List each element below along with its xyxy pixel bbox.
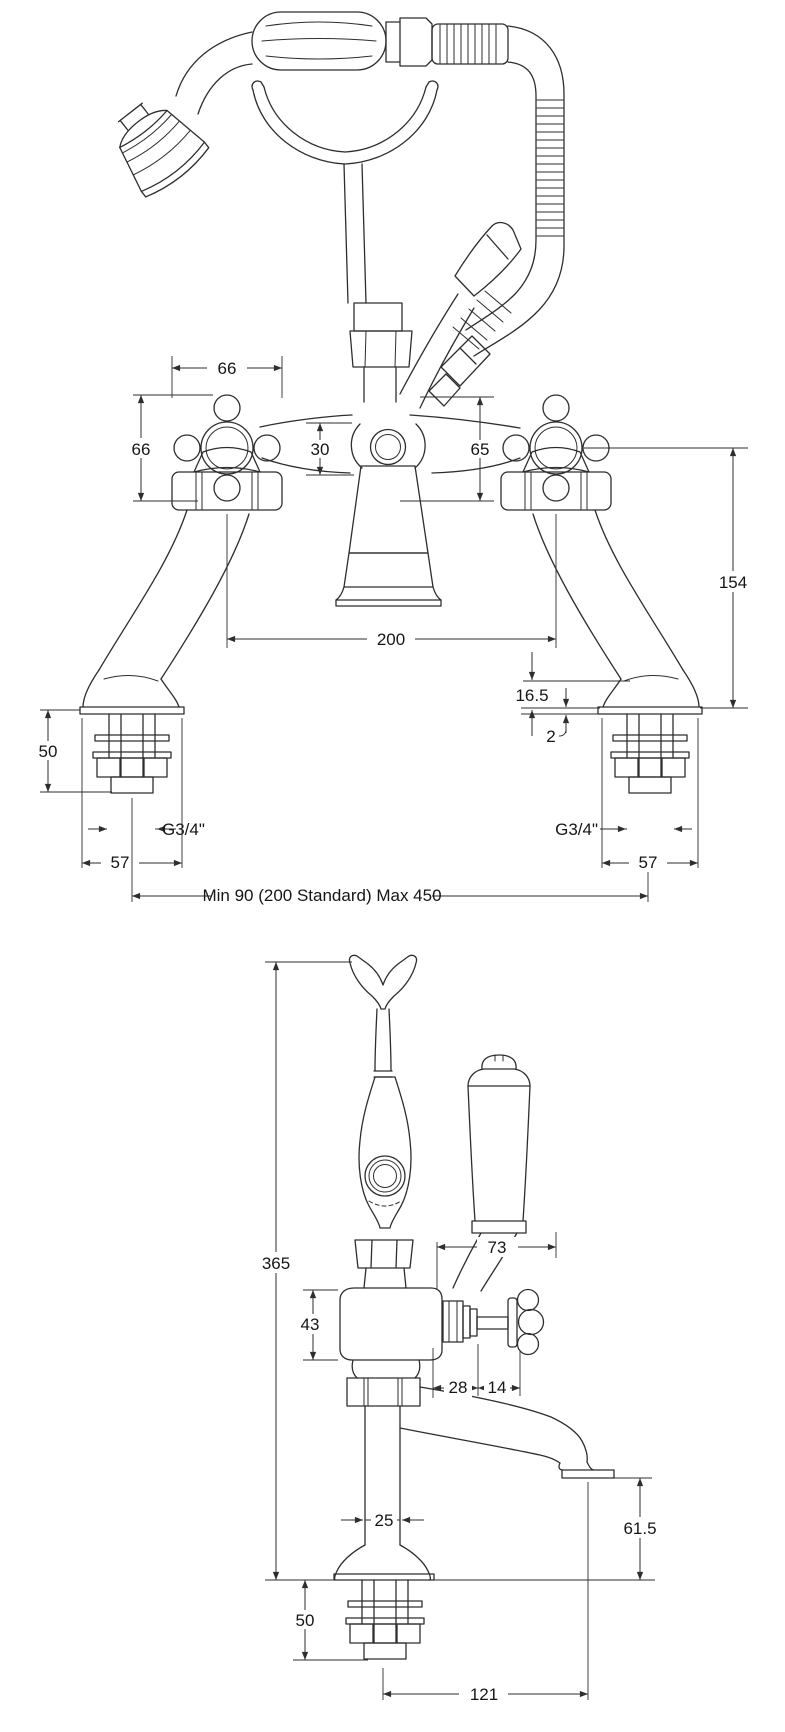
dim-thread-right: G3/4" [555, 820, 598, 839]
dim-centres: 200 [377, 630, 405, 649]
handset-cradle-icon [251, 80, 439, 403]
dim-thread-left: G3/4" [162, 820, 205, 839]
dim-shank-length: 50 [39, 742, 58, 761]
dim-base-bell-height: 16.5 [515, 686, 548, 705]
body-side-icon [339, 1287, 443, 1407]
dim-centres-range: Min 90 (200 Standard) Max 450 [202, 886, 441, 905]
dim-lever-offset: 73 [488, 1238, 507, 1257]
front-dimensions: 66 66 30 65 154 200 [31, 356, 756, 905]
riser-column-icon [354, 1076, 414, 1289]
dim-handle-width: 66 [218, 359, 237, 378]
dim-base-width-left: 57 [111, 853, 130, 872]
side-shank-icon [345, 1579, 425, 1660]
dim-washer-thickness: 2 [546, 727, 555, 746]
dim-center-drop: 30 [311, 440, 330, 459]
dim-spout-reach: 121 [470, 1685, 498, 1704]
dim-valve-depth: 28 [449, 1378, 468, 1397]
dim-shank-length-side: 50 [296, 1611, 315, 1630]
dim-handle-height: 66 [132, 440, 151, 459]
dim-height-above-deck: 154 [719, 573, 747, 592]
dim-body-height: 43 [301, 1315, 320, 1334]
right-leg-icon [532, 509, 703, 715]
diverter-lever-icon [399, 221, 522, 409]
dim-lever-base-height: 65 [471, 440, 490, 459]
shower-handset-icon [117, 11, 509, 198]
side-dimensions: 365 73 43 28 14 25 [253, 961, 665, 1704]
side-foot-icon [333, 1544, 435, 1581]
left-shank-icon [92, 713, 172, 794]
shower-hose-icon [428, 25, 565, 407]
dim-riser-diameter: 25 [375, 1511, 394, 1530]
right-shank-icon [610, 713, 690, 794]
front-view: 66 66 30 65 154 200 [31, 11, 756, 905]
dim-spout-clearance: 61.5 [623, 1519, 656, 1538]
dim-total-height: 365 [262, 1254, 290, 1273]
side-view: 365 73 43 28 14 25 [253, 954, 665, 1704]
cradle-fork-icon [348, 954, 418, 1010]
mixer-body-icon [171, 414, 612, 607]
side-handle-icon [442, 1288, 545, 1356]
spout-icon [399, 1386, 615, 1479]
left-leg-icon [79, 509, 250, 715]
dim-base-width-right: 57 [639, 853, 658, 872]
dim-handle-depth: 14 [488, 1378, 507, 1397]
